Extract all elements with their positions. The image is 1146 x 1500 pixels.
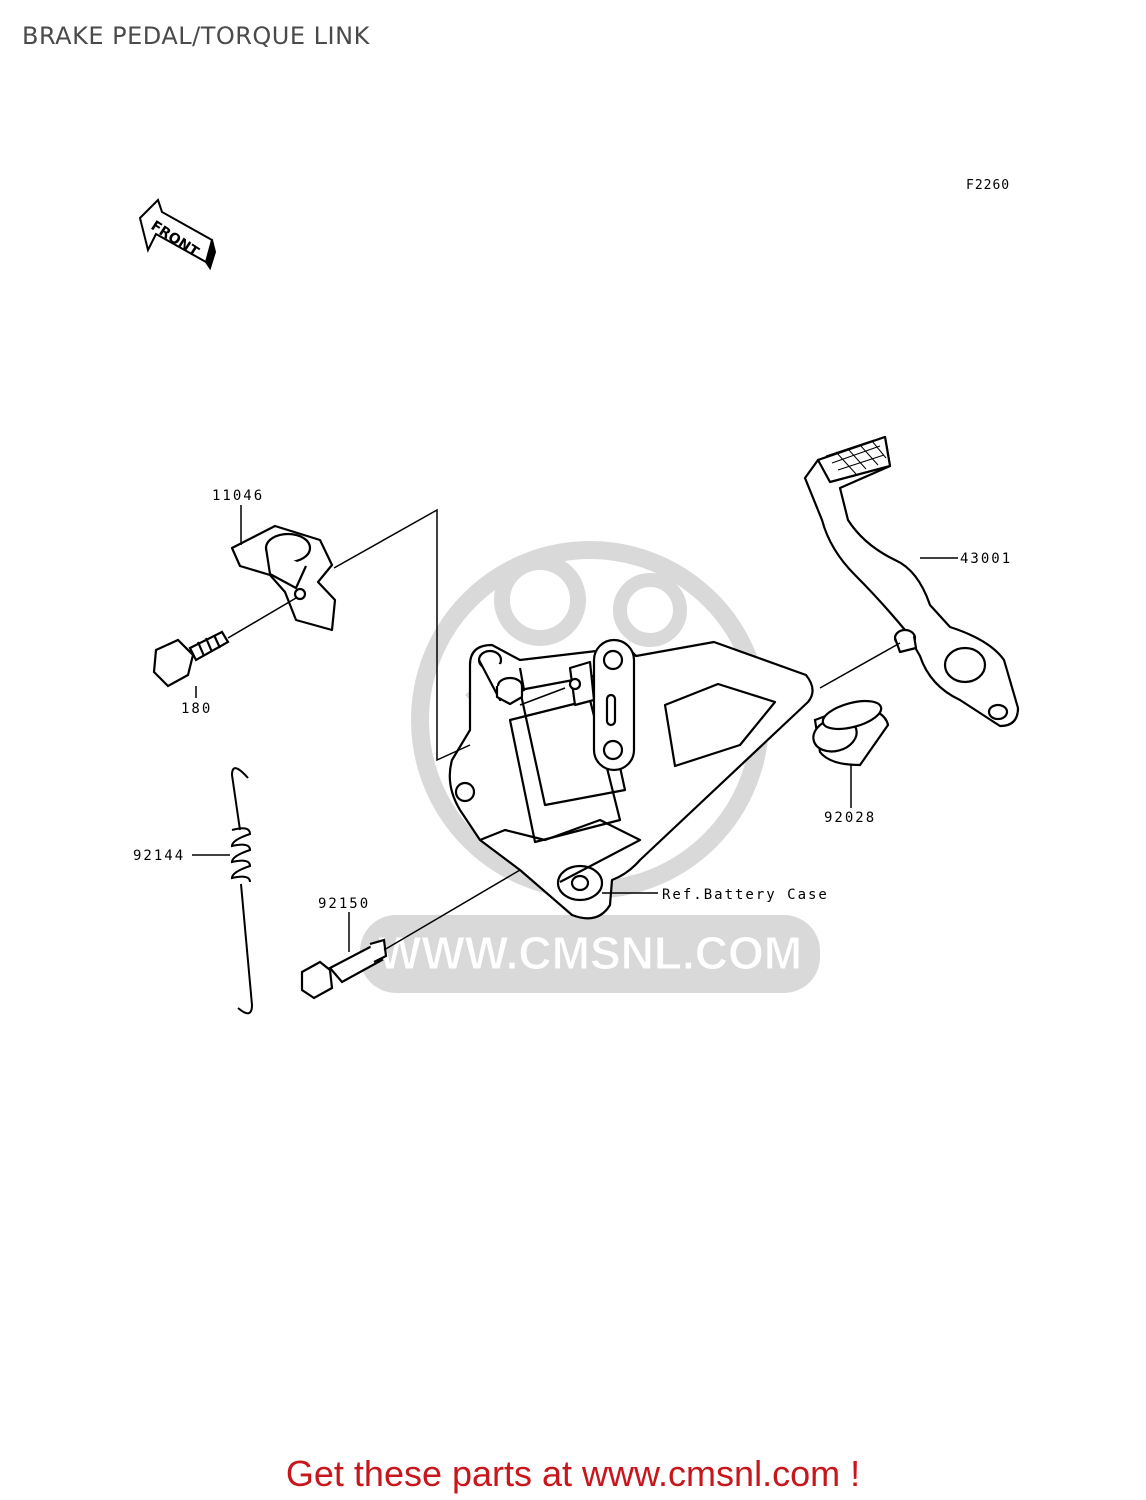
leader-lines [192, 505, 958, 952]
diagram-code: F2260 [966, 178, 1011, 193]
label-43001: 43001 [960, 551, 1012, 567]
watermark-text: WWW.CMSNL.COM [378, 927, 802, 979]
bolt-180 [152, 630, 230, 688]
brake-hose-clamp [230, 524, 337, 632]
brake-pedal [803, 435, 1020, 728]
spring [230, 767, 254, 1015]
label-ref-battery-case: Ref.Battery Case [662, 887, 829, 903]
label-11046: 11046 [212, 488, 264, 504]
footer-link[interactable]: Get these parts at www.cmsnl.com ! [285, 1453, 861, 1494]
page-title: BRAKE PEDAL/TORQUE LINK [22, 22, 370, 50]
label-92150: 92150 [318, 896, 370, 912]
label-180: 180 [181, 701, 212, 717]
label-92144: 92144 [133, 848, 185, 864]
pivot-bolt [300, 938, 388, 1000]
footrest-bracket [448, 638, 814, 920]
bushing [812, 699, 890, 767]
front-arrow-icon: FRONT [138, 198, 217, 271]
label-92028: 92028 [824, 810, 876, 826]
